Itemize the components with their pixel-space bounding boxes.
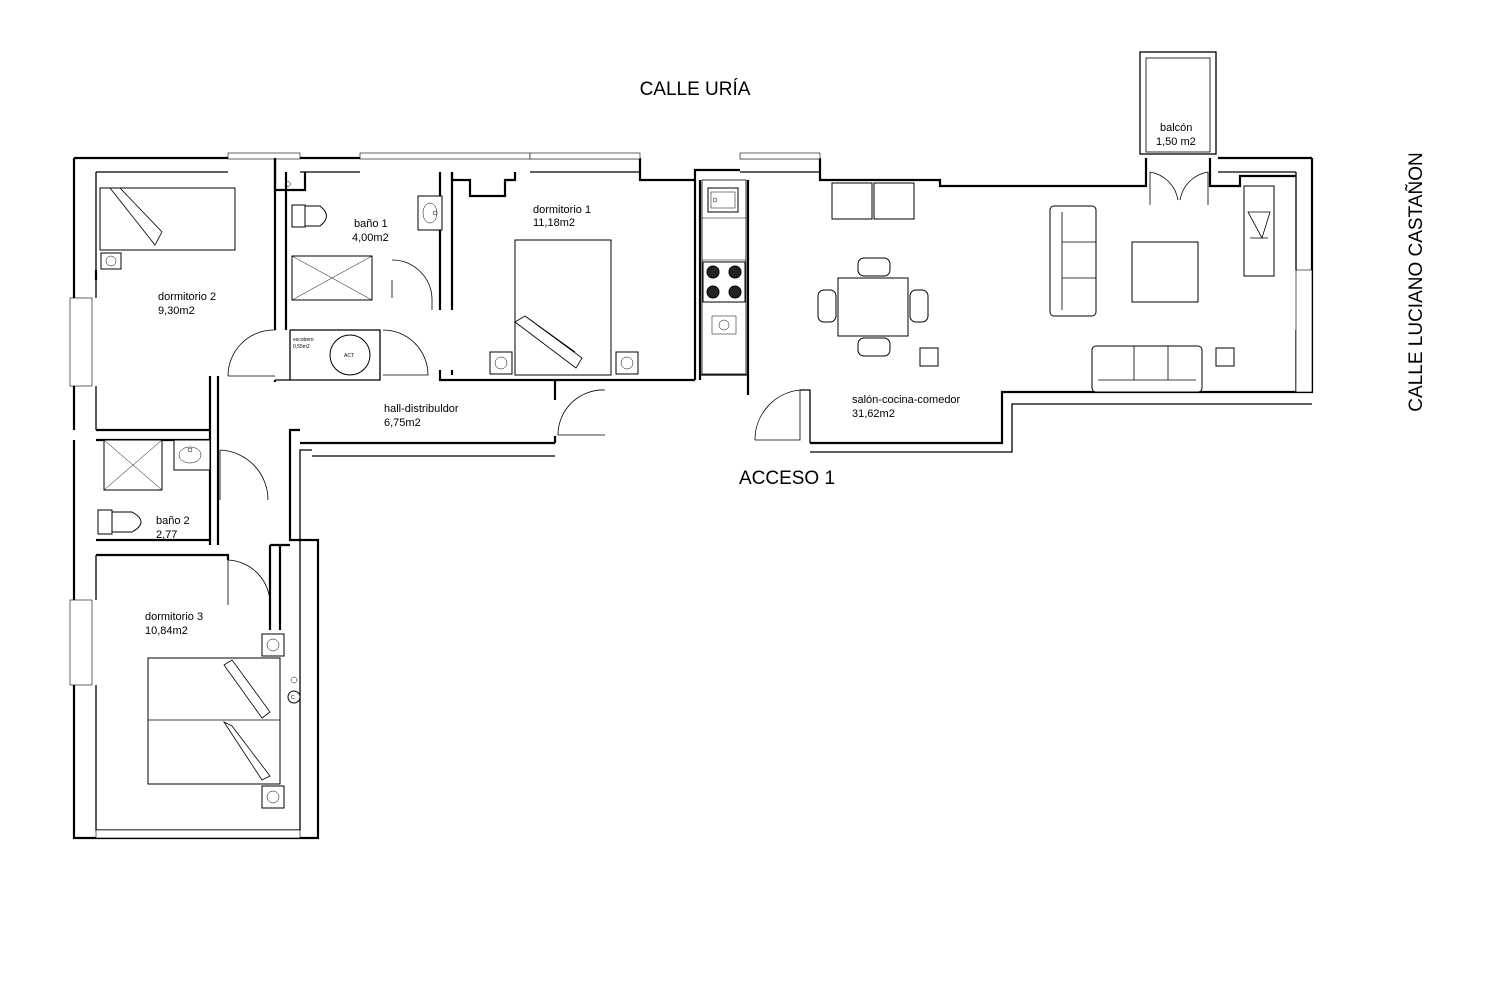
dormitorio2-name: dormitorio 2 <box>158 291 216 303</box>
door-dormitorio2 <box>227 329 276 377</box>
bano2-name: baño 2 <box>156 515 190 527</box>
exterior-walls <box>72 156 1314 840</box>
boiler-label: C <box>291 695 295 701</box>
boiler <box>287 690 301 704</box>
window-right-1 <box>1295 269 1313 393</box>
doors <box>219 259 801 606</box>
window-left-1 <box>69 297 93 387</box>
bano2: baño 2 2,77 <box>97 439 211 541</box>
access-label: ACCESO 1 <box>739 468 835 489</box>
dining-table <box>837 277 909 337</box>
dormitorio2-area: 9,30m2 <box>158 305 195 317</box>
window-left-2 <box>69 599 93 686</box>
dormitorio1-area: 11,18m2 <box>533 217 575 229</box>
door-dormitorio3 <box>227 559 271 606</box>
sink-bano2 <box>173 439 211 471</box>
hall: hall-distribuldor 6,75m2 <box>384 403 459 429</box>
water-heater-label: ACT <box>344 353 354 359</box>
hall-name: hall-distribuldor <box>384 403 459 415</box>
balcony: balcón 1,50 m2 <box>1139 51 1217 205</box>
water-heater <box>329 334 371 376</box>
street-label-right: CALLE LUCIANO CASTAÑON <box>1405 152 1427 411</box>
bed-double-d3 <box>147 657 281 785</box>
cabinet-2 <box>873 182 915 220</box>
sink-bano1 <box>417 195 443 231</box>
salon-name: salón-cocina-comedor <box>852 394 961 406</box>
window-top-2 <box>359 152 531 160</box>
bed-single-d2 <box>99 187 236 251</box>
balcon-name: balcón <box>1160 122 1192 134</box>
dormitorio3-name: dormitorio 3 <box>145 611 203 623</box>
bano1-area: 4,00m2 <box>352 232 389 244</box>
bano1-name: baño 1 <box>354 218 388 230</box>
sofa-bottom <box>1091 345 1203 393</box>
escobero-area: 0,55m2 <box>293 344 310 350</box>
dormitorio2: dormitorio 2 9,30m2 <box>99 187 236 317</box>
window-top-1 <box>227 152 301 160</box>
escobero-name: escobero <box>293 337 314 343</box>
kitchen-sink <box>707 187 739 213</box>
window-bottom-1 <box>95 829 301 839</box>
door-bano2 <box>219 449 269 501</box>
kitchen <box>701 179 747 375</box>
cabinet-1 <box>831 182 873 220</box>
balcon-area: 1,50 m2 <box>1156 136 1196 148</box>
door-escobero <box>382 329 429 376</box>
hall-area: 6,75m2 <box>384 417 421 429</box>
interior-walls <box>94 158 811 630</box>
bed-double-d1 <box>514 239 612 376</box>
dormitorio3-area: 10,84m2 <box>145 625 188 637</box>
cooktop <box>702 261 746 303</box>
dining-set <box>817 257 929 357</box>
dormitorio1: dormitorio 1 11,18m2 <box>489 204 639 376</box>
street-label-top: CALLE URÍA <box>640 79 751 100</box>
bano2-area: 2,77 <box>156 529 177 541</box>
bano1: baño 1 4,00m2 <box>285 181 443 301</box>
salon: salón-cocina-comedor 31,62m2 <box>817 182 1275 420</box>
toilet-bano1 <box>291 204 306 228</box>
door-bano1 <box>391 259 433 310</box>
coffee-table <box>1131 241 1199 303</box>
salon-area: 31,62m2 <box>852 408 895 420</box>
toilet-bano2 <box>97 509 113 535</box>
dormitorio1-name: dormitorio 1 <box>533 204 591 216</box>
sofa-left <box>1049 205 1097 317</box>
door-salon <box>754 389 801 441</box>
escobero: escobero 0,55m2 ACT <box>293 334 371 376</box>
window-top-3 <box>529 152 641 160</box>
windows <box>69 152 1313 839</box>
window-top-4 <box>739 152 821 160</box>
tv-unit <box>1243 185 1275 277</box>
door-entrada <box>557 389 606 436</box>
dormitorio3: dormitorio 3 10,84m2 C <box>145 611 301 809</box>
